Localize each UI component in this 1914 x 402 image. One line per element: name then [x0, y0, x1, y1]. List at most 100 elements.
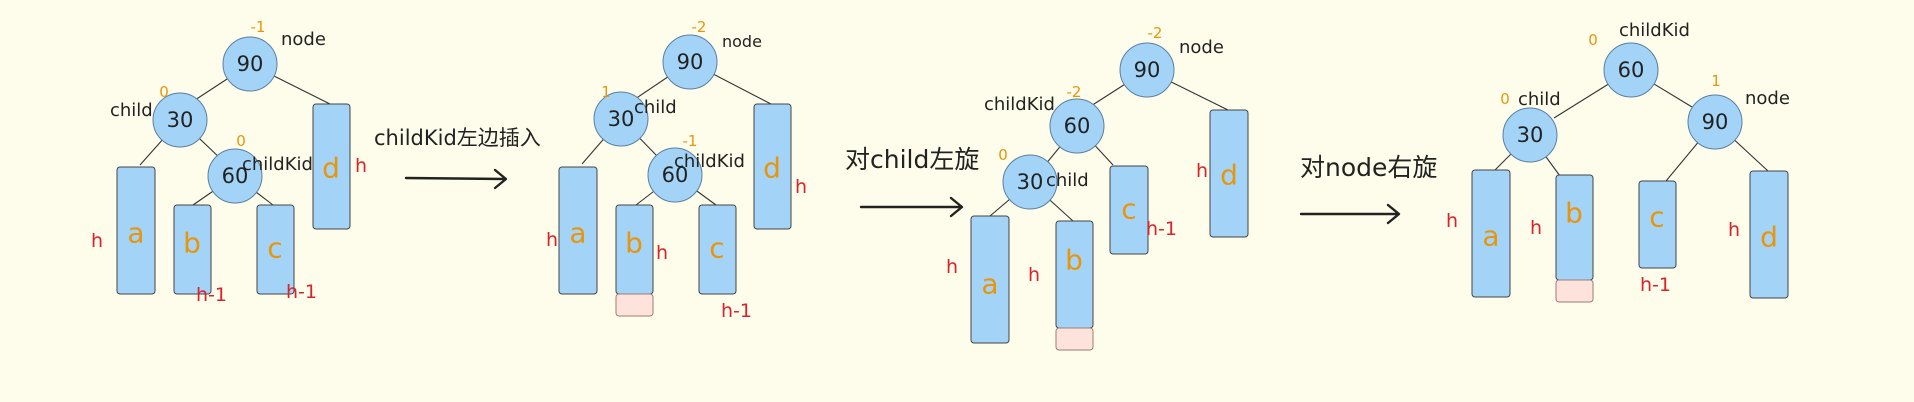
node-90 — [1119, 42, 1175, 98]
subtree-d-label: d — [763, 152, 781, 185]
subtree-b-label: b — [1565, 197, 1583, 230]
label-child: child — [1518, 89, 1561, 110]
height-a: h — [91, 230, 103, 252]
subtree-d — [1209, 109, 1249, 238]
node-90-value: 90 — [237, 52, 264, 76]
subtree-d-label: d — [1220, 159, 1238, 192]
node-90-value: 90 — [1134, 58, 1161, 82]
subtree-b — [173, 204, 212, 295]
bf-60: -1 — [683, 132, 698, 150]
height-b: h — [656, 242, 668, 264]
label-node: node — [281, 29, 326, 50]
label-childkid: childKid — [984, 94, 1055, 115]
node-90 — [1687, 94, 1743, 150]
arrow-2-caption: 对child左旋 — [845, 145, 979, 174]
height-a: h — [546, 229, 558, 251]
bf-30: 0 — [998, 146, 1008, 164]
node-60 — [1603, 42, 1659, 98]
label-childkid: childKid — [1619, 20, 1690, 41]
arrow-1-icon — [404, 168, 508, 190]
node-30 — [593, 91, 649, 147]
height-b: h — [1028, 264, 1040, 286]
node-90 — [222, 36, 278, 92]
subtree-d — [1749, 170, 1789, 299]
height-d: h — [795, 176, 807, 198]
subtree-a — [970, 215, 1010, 344]
label-childkid: childKid — [674, 151, 745, 172]
arrow-2-icon — [859, 196, 964, 218]
bf-60: -2 — [1067, 83, 1082, 101]
height-d: h — [1196, 160, 1208, 182]
height-b: h-1 — [196, 284, 227, 306]
diagram-3-after-left-rotation: a b c d 90 60 30 -2 -2 0 node childKid c… — [946, 24, 1249, 351]
label-childkid: childKid — [242, 154, 313, 175]
node-60-value: 60 — [1618, 58, 1645, 82]
bf-30: 0 — [159, 83, 169, 101]
inserted-node — [1055, 327, 1094, 351]
bf-60: 0 — [236, 132, 246, 150]
node-30 — [152, 92, 208, 148]
subtree-c-label: c — [709, 232, 724, 265]
label-child: child — [634, 97, 677, 118]
subtree-c — [1109, 165, 1149, 255]
diagram-2-after-insert: a b c d 90 30 60 -2 1 -1 node child chil… — [546, 18, 807, 322]
node-30-value: 30 — [1017, 170, 1044, 194]
subtree-c-label: c — [267, 232, 282, 265]
node-60-value: 60 — [1064, 114, 1091, 138]
bf-60: 0 — [1588, 31, 1598, 49]
label-child: child — [110, 100, 153, 121]
bf-90: -2 — [692, 18, 707, 36]
node-60-value: 60 — [662, 163, 689, 187]
node-30-value: 30 — [167, 108, 194, 132]
subtree-b-label: b — [625, 227, 643, 260]
bf-30: 1 — [601, 83, 611, 101]
label-node: node — [1179, 37, 1224, 58]
subtree-a-label: a — [981, 268, 998, 301]
label-node: node — [1745, 88, 1790, 109]
height-c: h-1 — [1146, 218, 1177, 240]
arrow-1-caption: childKid左边插入 — [374, 126, 541, 150]
subtree-c — [698, 204, 737, 295]
node-30-value: 30 — [608, 107, 635, 131]
label-node: node — [722, 32, 762, 51]
height-a: h — [1446, 210, 1458, 232]
bf-30: 0 — [1500, 90, 1510, 108]
subtree-c-label: c — [1121, 193, 1136, 226]
height-d: h — [355, 155, 367, 177]
subtree-b-label: b — [1065, 244, 1083, 277]
bf-90: -1 — [251, 18, 266, 36]
height-b: h — [1530, 217, 1542, 239]
diagram-1-before-insert: a b c d 90 30 60 -1 0 0 node child child… — [91, 18, 367, 306]
height-d: h — [1728, 219, 1740, 241]
subtree-a-label: a — [127, 217, 144, 250]
diagram-4-after-right-rotation: a b c d 60 30 90 0 0 1 childKid child no… — [1446, 20, 1790, 303]
transition-arrow-3: 对node右旋 — [1299, 153, 1437, 225]
subtree-a — [1471, 169, 1511, 298]
subtree-d — [312, 103, 351, 230]
node-90 — [662, 34, 718, 90]
node-60 — [1049, 98, 1105, 154]
transition-arrow-2: 对child左旋 — [845, 145, 979, 218]
subtree-c — [1638, 180, 1677, 269]
node-30-value: 30 — [1517, 123, 1544, 147]
bf-90: -2 — [1148, 24, 1163, 42]
subtree-a — [116, 166, 156, 295]
subtree-a-label: a — [569, 217, 586, 250]
subtree-d-label: d — [1760, 221, 1778, 254]
node-60-value: 60 — [222, 164, 249, 188]
transition-arrow-1: childKid左边插入 — [374, 126, 541, 190]
node-90-value: 90 — [1702, 110, 1729, 134]
node-60 — [207, 148, 263, 204]
node-30 — [1002, 154, 1058, 210]
inserted-node — [1555, 279, 1594, 303]
height-a: h — [946, 256, 958, 278]
subtree-a-label: a — [1482, 220, 1499, 253]
subtree-d-label: d — [322, 152, 340, 185]
bf-90: 1 — [1711, 72, 1721, 90]
node-90-value: 90 — [677, 50, 704, 74]
label-child: child — [1046, 170, 1089, 191]
subtree-c — [256, 204, 295, 295]
arrow-3-caption: 对node右旋 — [1300, 153, 1437, 182]
height-c: h-1 — [286, 281, 317, 303]
